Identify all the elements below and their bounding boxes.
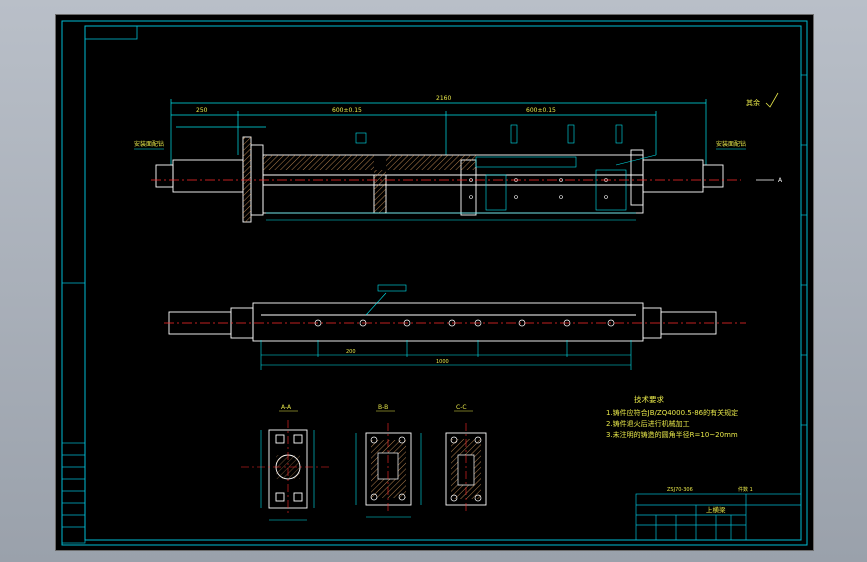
surface-finish-icon [765,92,779,108]
title-count: 件数 1 [738,486,753,493]
left-shaft [172,159,244,193]
front-holes [469,178,608,199]
title-part-name: 上横梁 [706,505,726,514]
hidden-lines [266,124,657,221]
dim-overall: 2160 [436,95,451,102]
section-view-b: B-B [355,404,422,518]
tech-req-item-1: 1.铸件应符合JB/ZQ4000.5-86的有关规定 [606,408,738,417]
drawing-canvas: 2160 250 600±0.15 600±0.15 安装面配钻 安装面配钻 [61,20,808,546]
section-c-label: C-C [456,404,467,411]
section-view-c: C-C [445,404,487,513]
tech-req-heading: 技术要求 [634,394,664,404]
left-shaft-end [155,164,174,188]
top-view: 200 1000 [164,284,746,370]
right-zone-ticks [801,74,807,426]
surface-finish-note: 其余 [746,98,760,107]
dim-span-2: 600±0.15 [526,107,556,114]
section-a-label: A-A [281,404,292,411]
dim-left: 250 [196,107,208,114]
drawing-number-box [84,25,138,40]
right-shaft-end [702,164,724,188]
sheet-outer-border [61,20,808,546]
label-mount-left: 安装面配钻 [134,140,164,148]
label-mount-right: 安装面配钻 [716,140,746,148]
front-view: 2160 250 600±0.15 600±0.15 安装面配钻 安装面配钻 [134,92,783,223]
cad-viewport[interactable]: 2160 250 600±0.15 600±0.15 安装面配钻 安装面配钻 [55,14,814,551]
section-marker-a: A [778,177,783,184]
dim-total: 1000 [436,359,449,365]
tech-req-item-2: 2.铸件退火后进行机械加工 [606,419,690,428]
section-hatching [243,137,476,222]
right-shaft [642,159,704,193]
beam-web [262,184,644,214]
title-block: ZSJ70-306 件数 1 上横梁 [635,486,802,541]
dim-pitch: 200 [346,349,356,355]
title-code: ZSJ70-306 [667,487,693,493]
top-beam [252,302,644,342]
section-view-a: A-A [241,404,331,521]
section-b-label: B-B [378,404,388,411]
tech-req-item-3: 3.未注明的铸造的圆角半径R=10~20mm [606,430,738,439]
overall-dimension [170,99,707,165]
top-dimensions [260,284,632,370]
dim-span-1: 600±0.15 [332,107,362,114]
left-zone-strip [61,282,86,544]
tech-requirements: 技术要求 1.铸件应符合JB/ZQ4000.5-86的有关规定 2.铸件退火后进… [606,394,738,439]
top-holes [314,319,615,327]
top-right-shaft [660,311,717,335]
